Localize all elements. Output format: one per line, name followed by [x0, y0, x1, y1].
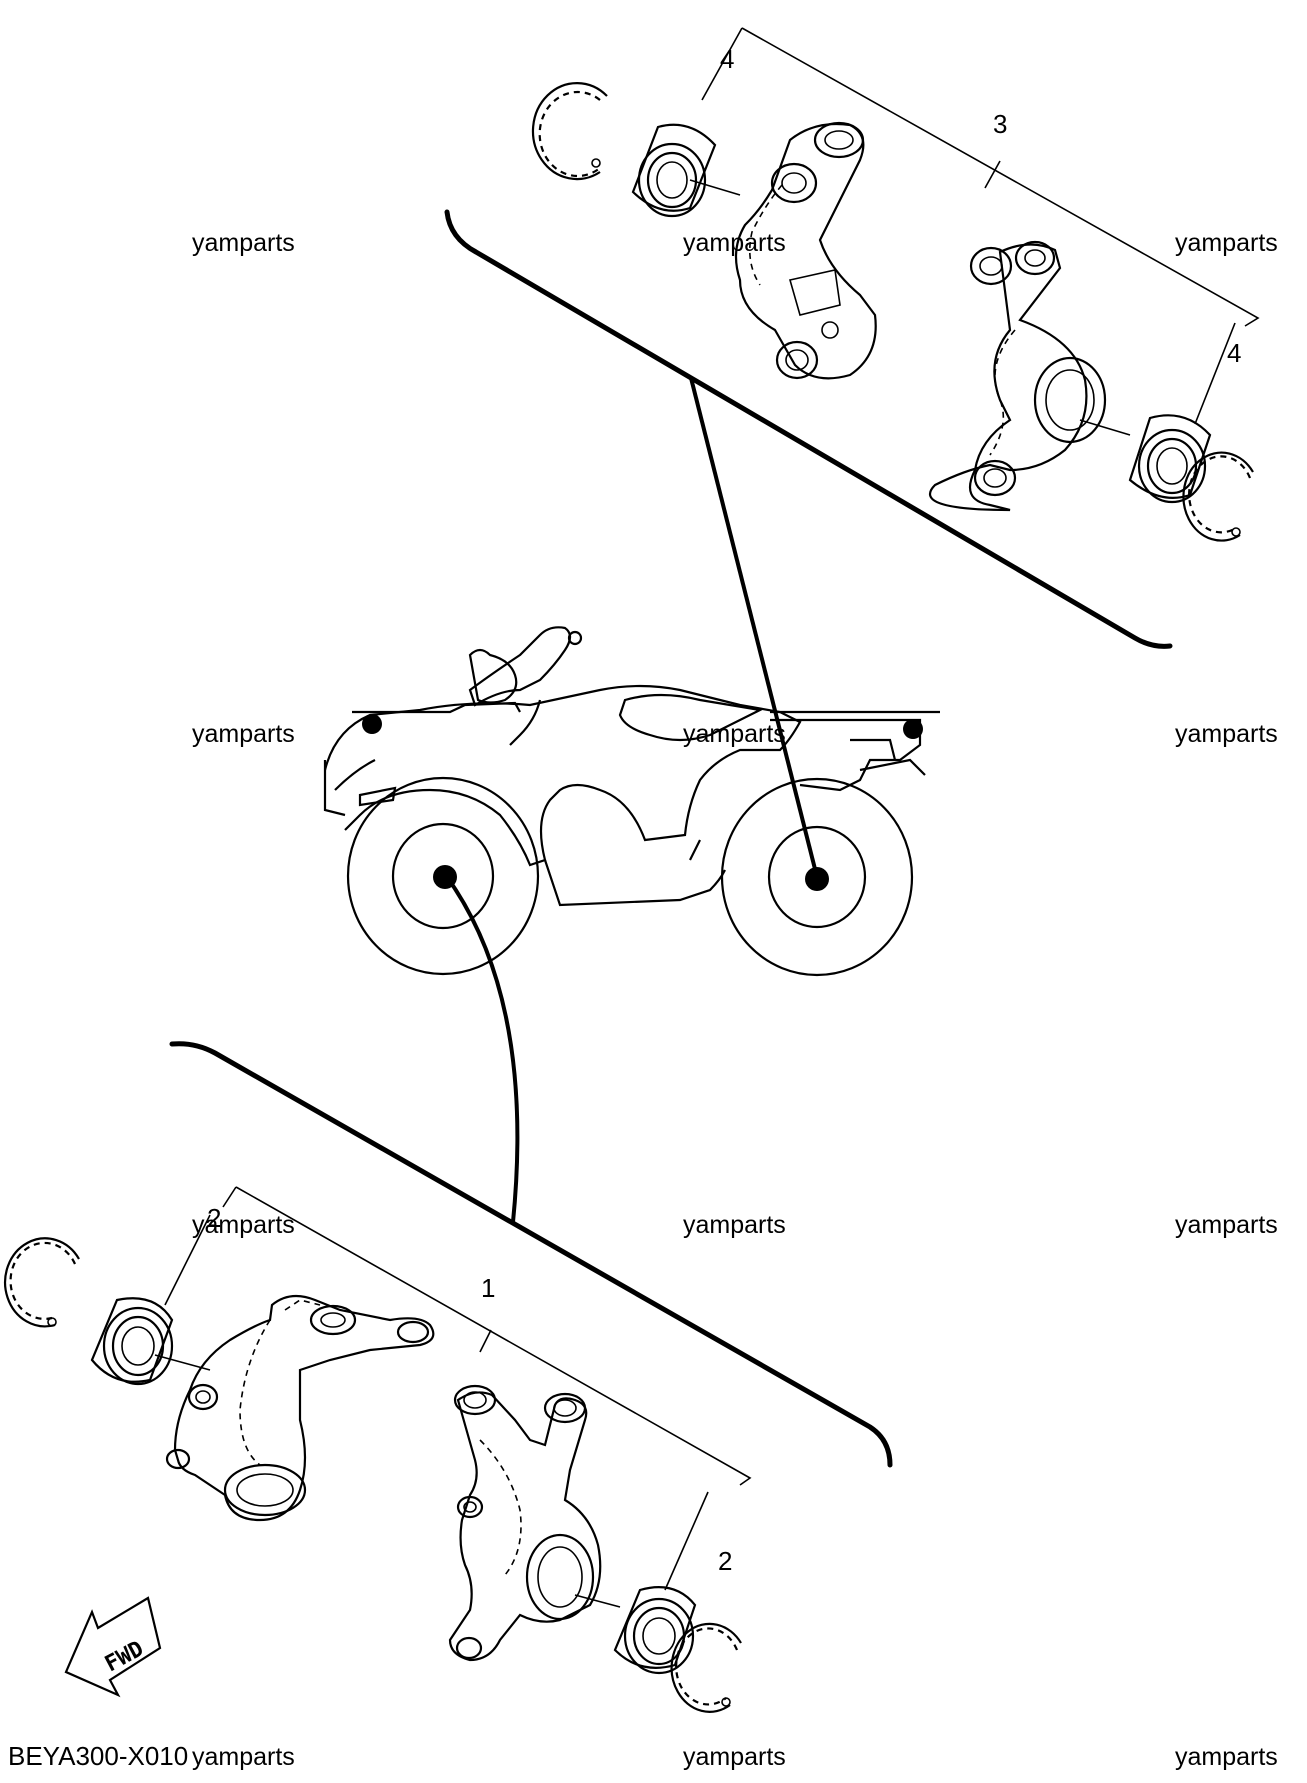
bracket-part-1 [164, 1186, 752, 1591]
watermark: yamparts [683, 720, 786, 748]
callout-part-4-right: 4 [1227, 338, 1241, 368]
callout-numbers: 4 3 4 2 1 2 [207, 44, 1241, 1576]
watermark: yamparts [683, 1743, 786, 1771]
rear-knuckle-upper [734, 121, 877, 380]
marker-rear-hub [805, 867, 829, 891]
callout-part-1: 1 [481, 1273, 495, 1303]
bearing-rear-right [1128, 414, 1212, 504]
diagram-code: BEYA300-X010 [8, 1741, 188, 1771]
marker-front-upper [362, 714, 382, 734]
bearing-front-right [613, 1586, 697, 1675]
watermark: yamparts [192, 1743, 295, 1771]
front-knuckle-right [448, 1384, 621, 1662]
watermark: yamparts [192, 229, 295, 257]
bracket-part-3 [701, 27, 1260, 425]
watermark: yamparts [1175, 720, 1278, 748]
bearing-rear-upper [631, 123, 741, 218]
watermark: yamparts [1175, 1743, 1278, 1771]
leader-lines [445, 377, 819, 1223]
watermark: yamparts [683, 1211, 786, 1239]
circlip-rear-upper [531, 82, 608, 181]
rear-wheel [720, 777, 914, 977]
callout-part-2-bottom: 2 [718, 1546, 732, 1576]
watermarks: yamparts yamparts yamparts yamparts yamp… [192, 229, 1278, 1771]
rear-group-panel [444, 209, 1173, 649]
front-group-panel [169, 1041, 893, 1468]
bearing-front-left [90, 1297, 211, 1386]
watermark: yamparts [192, 720, 295, 748]
atv-illustration [323, 626, 940, 977]
watermark: yamparts [1175, 229, 1278, 257]
callout-part-4-top: 4 [720, 44, 734, 74]
circlip-rear-right [1182, 451, 1254, 542]
front-knuckle-left [165, 1294, 435, 1522]
marker-rear-upper [903, 719, 923, 739]
circlip-front-left [4, 1237, 80, 1328]
watermark: yamparts [683, 229, 786, 257]
callout-part-3: 3 [993, 109, 1007, 139]
circlip-front-right [670, 1622, 742, 1713]
fwd-arrow-icon: FWD [64, 1596, 162, 1698]
callout-part-2-top: 2 [207, 1203, 221, 1233]
watermark: yamparts [192, 1211, 295, 1239]
rear-knuckle-lower [928, 240, 1131, 512]
watermark: yamparts [1175, 1211, 1278, 1239]
front-wheel [346, 776, 540, 976]
